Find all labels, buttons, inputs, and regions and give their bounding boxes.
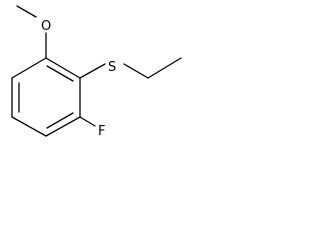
methyl-oxygen-bond — [16, 5, 37, 18]
ring-double-bond-inner-2 — [46, 112, 74, 129]
ring-bond-4 — [11, 116, 47, 137]
oxygen-label: O — [41, 19, 51, 34]
ring-bond-1 — [45, 57, 81, 79]
ring-bond-6 — [11, 57, 47, 79]
ring-double-bond-inner-1 — [46, 65, 74, 82]
sulfur-ethyl-bond — [123, 63, 149, 79]
sulfur-label: S — [108, 60, 116, 75]
fluorine-label: F — [98, 124, 105, 139]
ring-bond-3 — [45, 116, 81, 137]
ring-sulfur-bond — [79, 63, 106, 79]
ring-fluorine-bond — [79, 116, 96, 127]
chemical-structure-diagram: O S F — [11, 5, 182, 139]
ethyl-carbon-bond — [147, 57, 182, 79]
